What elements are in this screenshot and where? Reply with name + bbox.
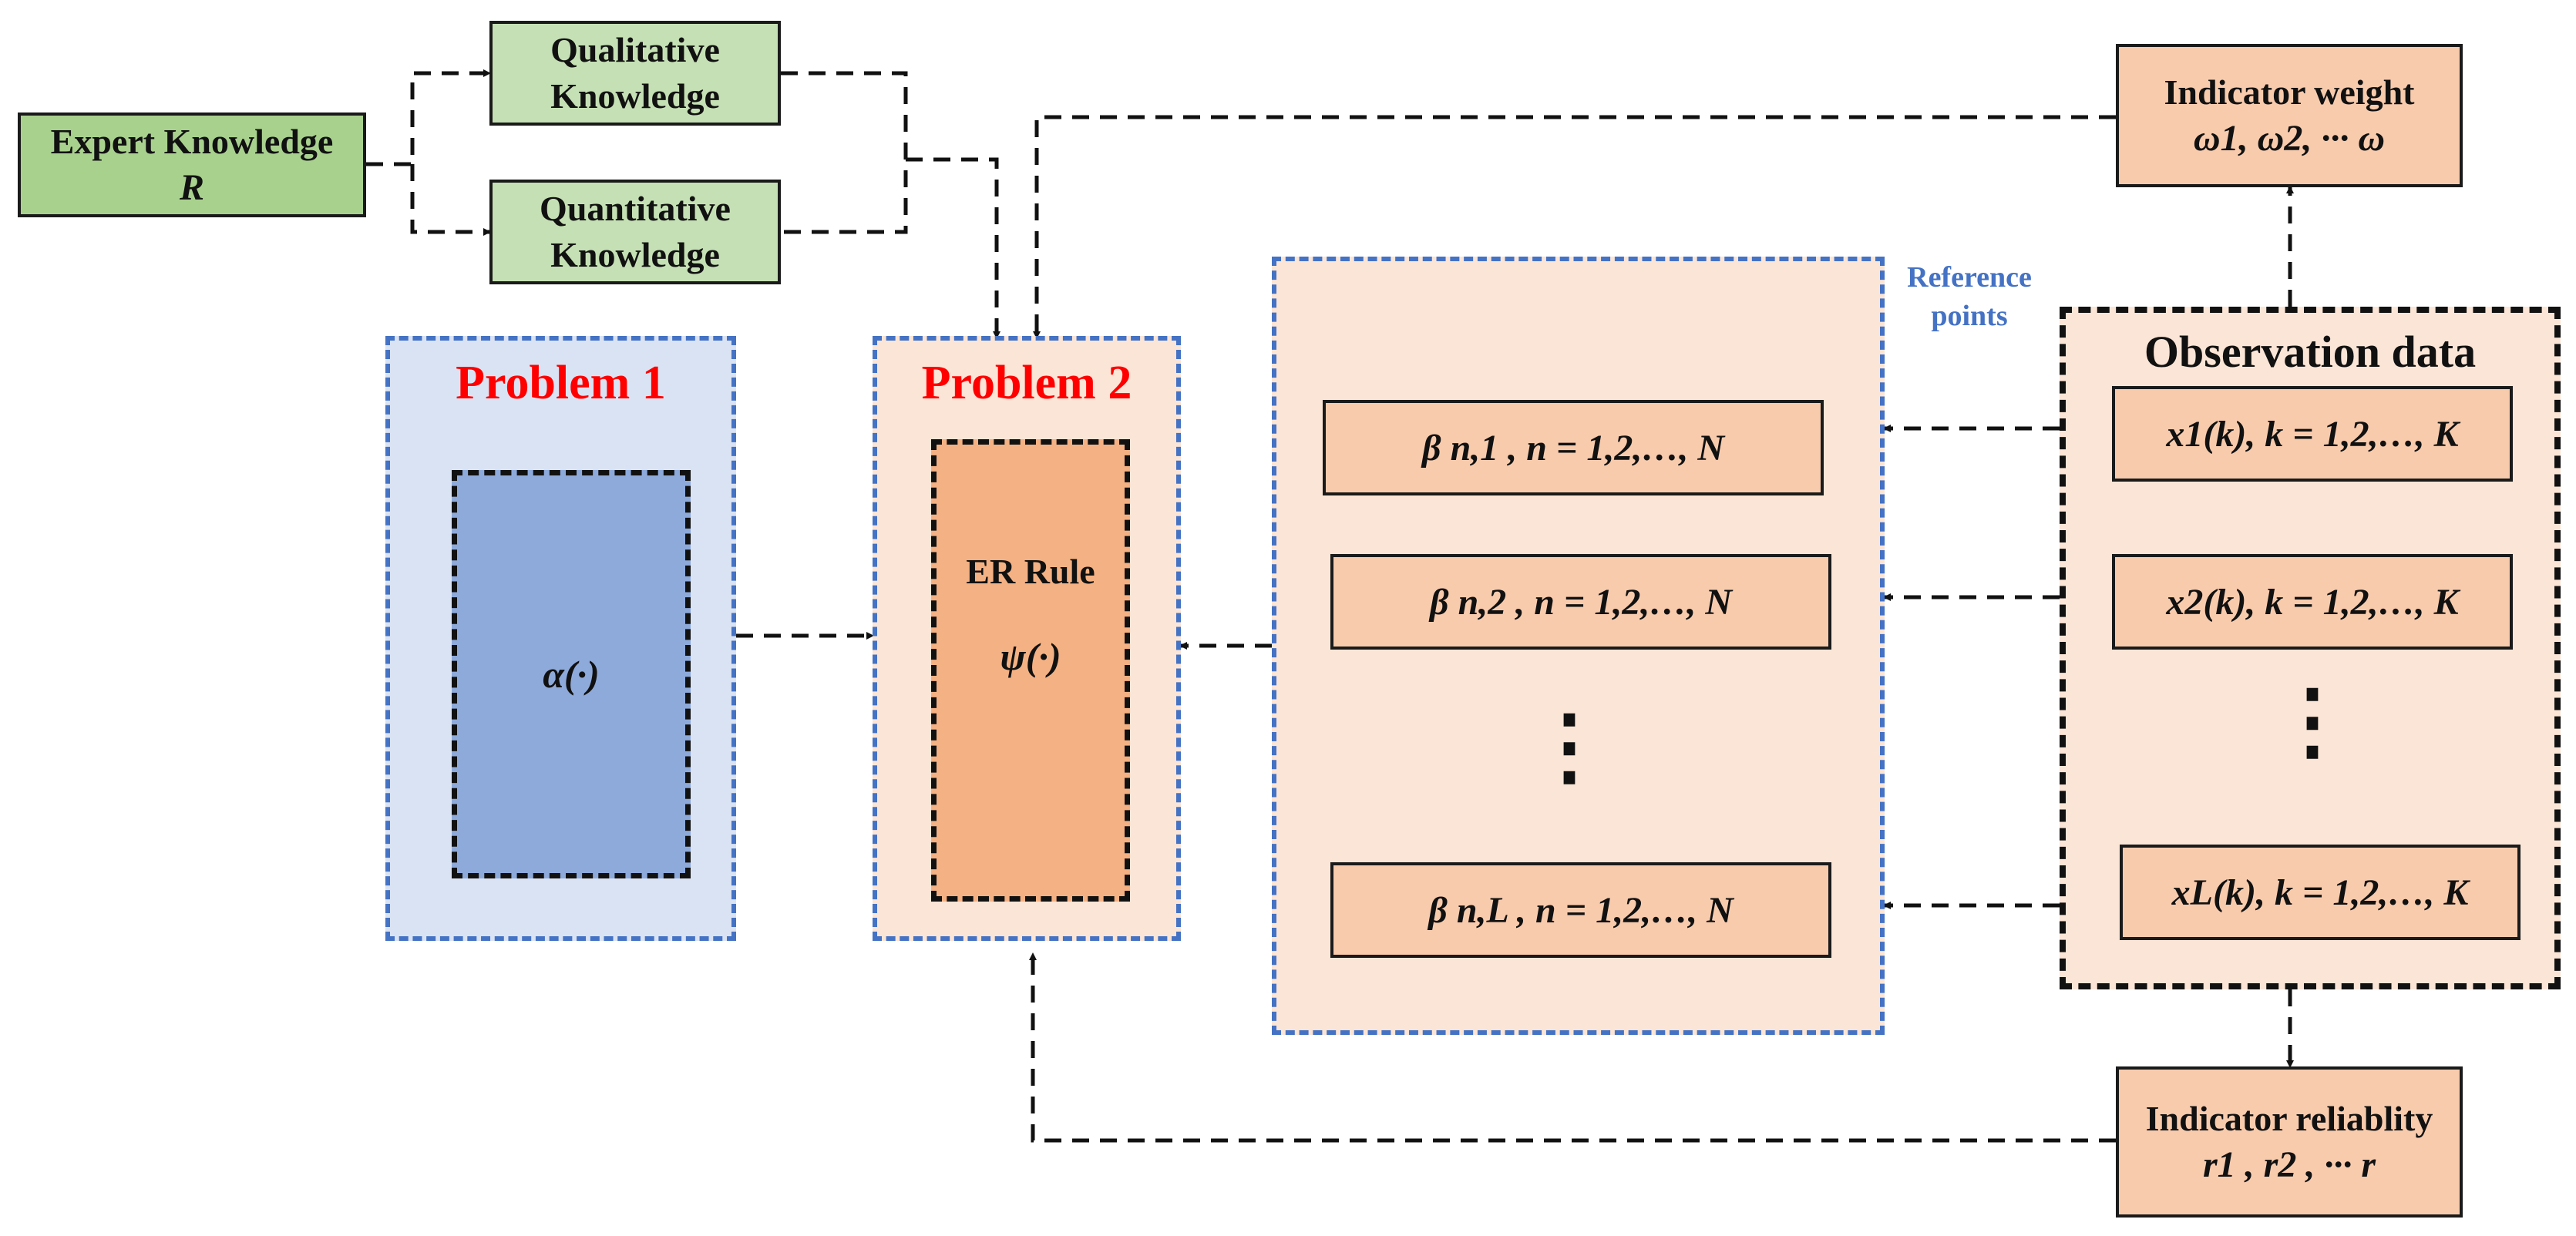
expert-knowledge-symbol: R xyxy=(179,167,204,208)
expert-knowledge-box: Expert Knowledge R xyxy=(18,113,366,217)
knowledge-merge-line xyxy=(781,71,908,234)
reference-point-L-label: β n,L , n = 1,2,…, N xyxy=(1428,889,1734,931)
qualitative-line1: Qualitative xyxy=(550,30,720,69)
reference-points-label-line1: Reference xyxy=(1907,261,2032,294)
observation-item-2: x2(k), k = 1,2,…, K xyxy=(2112,554,2513,650)
problem2-title: Problem 2 xyxy=(921,356,1132,409)
alpha-function-label: α(·) xyxy=(543,653,600,696)
weight-to-problem2-line xyxy=(1033,115,2116,339)
reference-points-region: β n,1 , n = 1,2,…, N β n,2 , n = 1,2,…, … xyxy=(1272,257,1885,1035)
observation-item-1-label: x1(k), k = 1,2,…, K xyxy=(2166,413,2459,455)
observation-item-L-label: xL(k), k = 1,2,…, K xyxy=(2171,872,2469,913)
expert-split-line-2 xyxy=(410,164,491,236)
reference-point-1: β n,1 , n = 1,2,…, N xyxy=(1323,400,1824,495)
indicator-weight-title: Indicator weight xyxy=(2164,72,2415,112)
reference-point-2-label: β n,2 , n = 1,2,…, N xyxy=(1430,581,1732,623)
reference-ellipsis: ⋮ xyxy=(1527,700,1612,794)
qualitative-line2: Knowledge xyxy=(550,76,720,116)
er-rule-box: ER Rule ψ(·) xyxy=(931,439,1130,902)
reference-points-label: Reference points xyxy=(1892,254,2046,339)
observation-data-title: Observation data xyxy=(2144,326,2477,377)
observation-item-1: x1(k), k = 1,2,…, K xyxy=(2112,386,2513,482)
reference-points-label-line2: points xyxy=(1931,300,2008,332)
qualitative-knowledge-box: Qualitative Knowledge xyxy=(489,21,781,126)
quantitative-line2: Knowledge xyxy=(550,235,720,274)
reference-point-1-label: β n,1 , n = 1,2,…, N xyxy=(1422,427,1724,469)
psi-function-label: ψ(·) xyxy=(1000,635,1061,678)
quantitative-line1: Quantitative xyxy=(540,189,731,228)
expert-split-line xyxy=(366,69,491,166)
indicator-weight-box: Indicator weight ω1, ω2, ··· ω xyxy=(2116,44,2463,187)
reference-point-2: β n,2 , n = 1,2,…, N xyxy=(1330,554,1831,650)
indicator-reliability-box: Indicator reliablity r1 , r2 , ··· r xyxy=(2116,1066,2463,1218)
indicator-reliability-symbols: r1 , r2 , ··· r xyxy=(2202,1144,2376,1185)
quantitative-knowledge-box: Quantitative Knowledge xyxy=(489,180,781,284)
problem1-function-box: α(·) xyxy=(452,470,691,878)
knowledge-to-problem2 xyxy=(906,157,1000,339)
observation-data-region: Observation data x1(k), k = 1,2,…, K x2(… xyxy=(2060,307,2561,989)
observation-ellipsis: ⋮ xyxy=(2270,674,2355,768)
observation-item-2-label: x2(k), k = 1,2,…, K xyxy=(2166,581,2459,623)
expert-knowledge-title: Expert Knowledge xyxy=(50,122,334,161)
indicator-weight-symbols: ω1, ω2, ··· ω xyxy=(2193,118,2386,159)
er-rule-label: ER Rule xyxy=(966,552,1095,591)
reference-point-L: β n,L , n = 1,2,…, N xyxy=(1330,862,1831,958)
reliability-to-problem2-line xyxy=(1029,952,2116,1143)
indicator-reliability-title: Indicator reliablity xyxy=(2145,1099,2433,1138)
observation-item-L: xL(k), k = 1,2,…, K xyxy=(2120,845,2521,940)
problem1-region: Problem 1 α(·) xyxy=(385,336,736,941)
problem1-title: Problem 1 xyxy=(456,356,666,409)
problem2-region: Problem 2 ER Rule ψ(·) xyxy=(873,336,1181,941)
